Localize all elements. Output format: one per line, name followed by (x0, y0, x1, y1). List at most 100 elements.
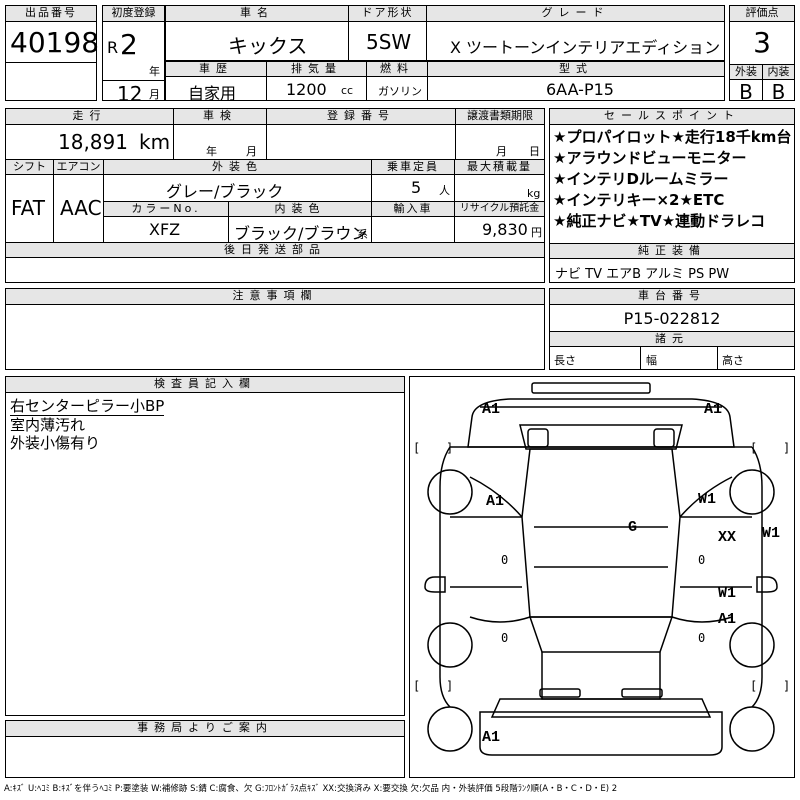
chassis-box: 車台番号 P15-022812 諸元 長さ 幅 高さ (549, 288, 795, 370)
import-label: 輸入車 (372, 202, 454, 217)
damage-right-outer: W1 (762, 525, 781, 542)
damage-legend: A:ｷｽﾞ U:ﾍｺﾐ B:ｷｽﾞを伴うﾍｺﾐ P:要塗装 W:補修跡 S:錆 … (4, 784, 618, 794)
displacement-label: 排気量 (267, 62, 366, 77)
bracket-right-close-2: ] (783, 679, 791, 693)
office-box: 事務局よりご案内 (5, 720, 405, 778)
dims-length: 長さ (554, 354, 576, 367)
pillar-mark-right: 0 (698, 553, 706, 567)
model-label: 型式 (428, 62, 724, 77)
fuel-value: ガソリン (378, 85, 422, 98)
bracket-right-open-2: [ (750, 679, 758, 693)
transfer-label: 譲渡書類期限 (456, 109, 544, 125)
damage-right-quarter: W1 (698, 491, 717, 508)
history-label: 車歴 (166, 62, 266, 77)
registration-year: 2 (120, 28, 138, 61)
damage-right-rear-door: XX (718, 529, 737, 546)
inspection-label: 車検 (174, 109, 266, 125)
car-name: キックス (228, 34, 308, 58)
chassis-value: P15-022812 (623, 309, 721, 328)
damage-right-front-door: W1 (718, 585, 737, 602)
sales-points-list: ★プロパイロット★走行18千km台 ★アラウンドビューモニター ★インテリDルー… (553, 127, 791, 232)
dims-width: 幅 (646, 354, 657, 367)
inspector-note: 外装小傷有り (10, 434, 101, 452)
displacement-unit: cc (341, 84, 354, 97)
color-no-label: カラーNo. (104, 202, 228, 217)
door-type: 5SW (366, 30, 412, 54)
bracket-left-open: [ (413, 441, 421, 455)
inspector-box: 検査員記入欄 右センターピラー小BP 室内薄汚れ 外装小傷有り (5, 376, 405, 716)
exterior-rating: B (739, 80, 753, 104)
rating-box: 評価点 3 外装 内装 B B (729, 5, 795, 104)
door-label: ドア形状 (349, 6, 426, 22)
history-value: 自家用 (188, 84, 237, 103)
dims-height: 高さ (722, 354, 744, 367)
bracket-left-close: ] (446, 441, 454, 455)
registration-box: 初度登録 R 2 年 12 月 (102, 5, 165, 106)
registration-era: R (107, 38, 119, 57)
fuel-label: 燃料 (367, 62, 427, 77)
mileage-label: 走行 (6, 109, 173, 125)
damage-front: A1 (482, 729, 501, 746)
interior-color-value: ブラック/ブラウン (234, 224, 368, 243)
mileage-value: 18,891 (58, 130, 128, 154)
damage-rear-right: A1 (704, 401, 723, 418)
sales-point: ★アラウンドビューモニター (553, 149, 747, 167)
bracket-left-open-2: [ (413, 679, 421, 693)
aircon-label: エアコン (54, 160, 103, 175)
cautions-box: 注意事項欄 (5, 288, 545, 370)
dims-label: 諸元 (550, 332, 794, 347)
bracket-left-close-2: ] (446, 679, 454, 693)
plate-label: 登録番号 (267, 109, 455, 125)
bracket-right-close: ] (783, 441, 791, 455)
bottom-mark-left: 0 (501, 631, 509, 645)
sales-point: ★プロパイロット★走行18千km台 (553, 128, 792, 146)
details-block: 走行 車検 登録番号 譲渡書類期限 18,891 km 年 月 月 日 シフト … (5, 108, 545, 283)
load-label: 最大積載量 (455, 160, 544, 175)
registration-month-unit: 月 (149, 88, 160, 101)
cautions-label: 注意事項欄 (6, 289, 544, 305)
equipment-label: 純正装備 (550, 244, 794, 259)
equipment-value: ナビ TV エアB アルミ PS PW (555, 267, 730, 282)
damage-rear-left: A1 (482, 401, 501, 418)
sales-points-box: セールスポイント ★プロパイロット★走行18千km台 ★アラウンドビューモニター… (549, 108, 795, 283)
capacity-unit: 人 (439, 184, 450, 197)
inspector-note: 右センターピラー小BP (10, 397, 165, 416)
pillar-mark-left: 0 (501, 553, 509, 567)
interior-color-suffix: 系 (357, 228, 368, 241)
damage-roof: G (628, 519, 638, 536)
later-parts-label: 後日発送部品 (6, 243, 544, 258)
lot-box: 出品番号 40198 (5, 5, 100, 101)
exterior-color-label: 外装色 (104, 160, 371, 175)
damage-right-front-door-2: A1 (718, 611, 737, 628)
bottom-mark-right: 0 (698, 631, 706, 645)
exterior-rating-label: 外装 (730, 65, 762, 80)
inspection-year-unit: 年 (206, 145, 217, 158)
car-diagram: A1 A1 A1 W1 W1 G XX W1 A1 A1 0 0 0 0 [ ]… (409, 376, 795, 778)
rating-label: 評価点 (730, 6, 794, 22)
interior-rating-label: 内装 (763, 65, 794, 80)
car-box: 車名 ドア形状 グレード キックス 5SW X ツートーンインテリアエディション (165, 5, 725, 61)
rating-score: 3 (753, 26, 771, 59)
sales-point: ★純正ナビ★TV★連動ドラレコ (553, 212, 766, 230)
inspector-note: 室内薄汚れ (10, 416, 86, 434)
bracket-right-open: [ (750, 441, 758, 455)
registration-month: 12 (117, 82, 143, 106)
chassis-label: 車台番号 (550, 289, 794, 305)
inspector-notes: 右センターピラー小BP 室内薄汚れ 外装小傷有り (10, 396, 165, 452)
lot-label: 出品番号 (6, 6, 96, 22)
grade-label: グレード (427, 6, 724, 22)
mileage-unit: km (139, 130, 171, 154)
model-value: 6AA-P15 (546, 80, 614, 99)
aircon-value: AAC (60, 196, 102, 220)
sales-point: ★インテリDルームミラー (553, 170, 729, 188)
lot-number: 40198 (10, 26, 100, 59)
grade-value: X ツートーンインテリアエディション (450, 38, 721, 57)
recycle-value: 9,830 (482, 220, 528, 239)
sales-points-label: セールスポイント (550, 109, 794, 125)
office-label: 事務局よりご案内 (6, 721, 404, 737)
load-unit: kg (527, 187, 541, 200)
car-name-label: 車名 (166, 6, 348, 22)
sales-point: ★インテリキー×2★ETC (553, 191, 725, 209)
capacity-label: 乗車定員 (372, 160, 454, 175)
registration-year-unit: 年 (149, 65, 160, 78)
